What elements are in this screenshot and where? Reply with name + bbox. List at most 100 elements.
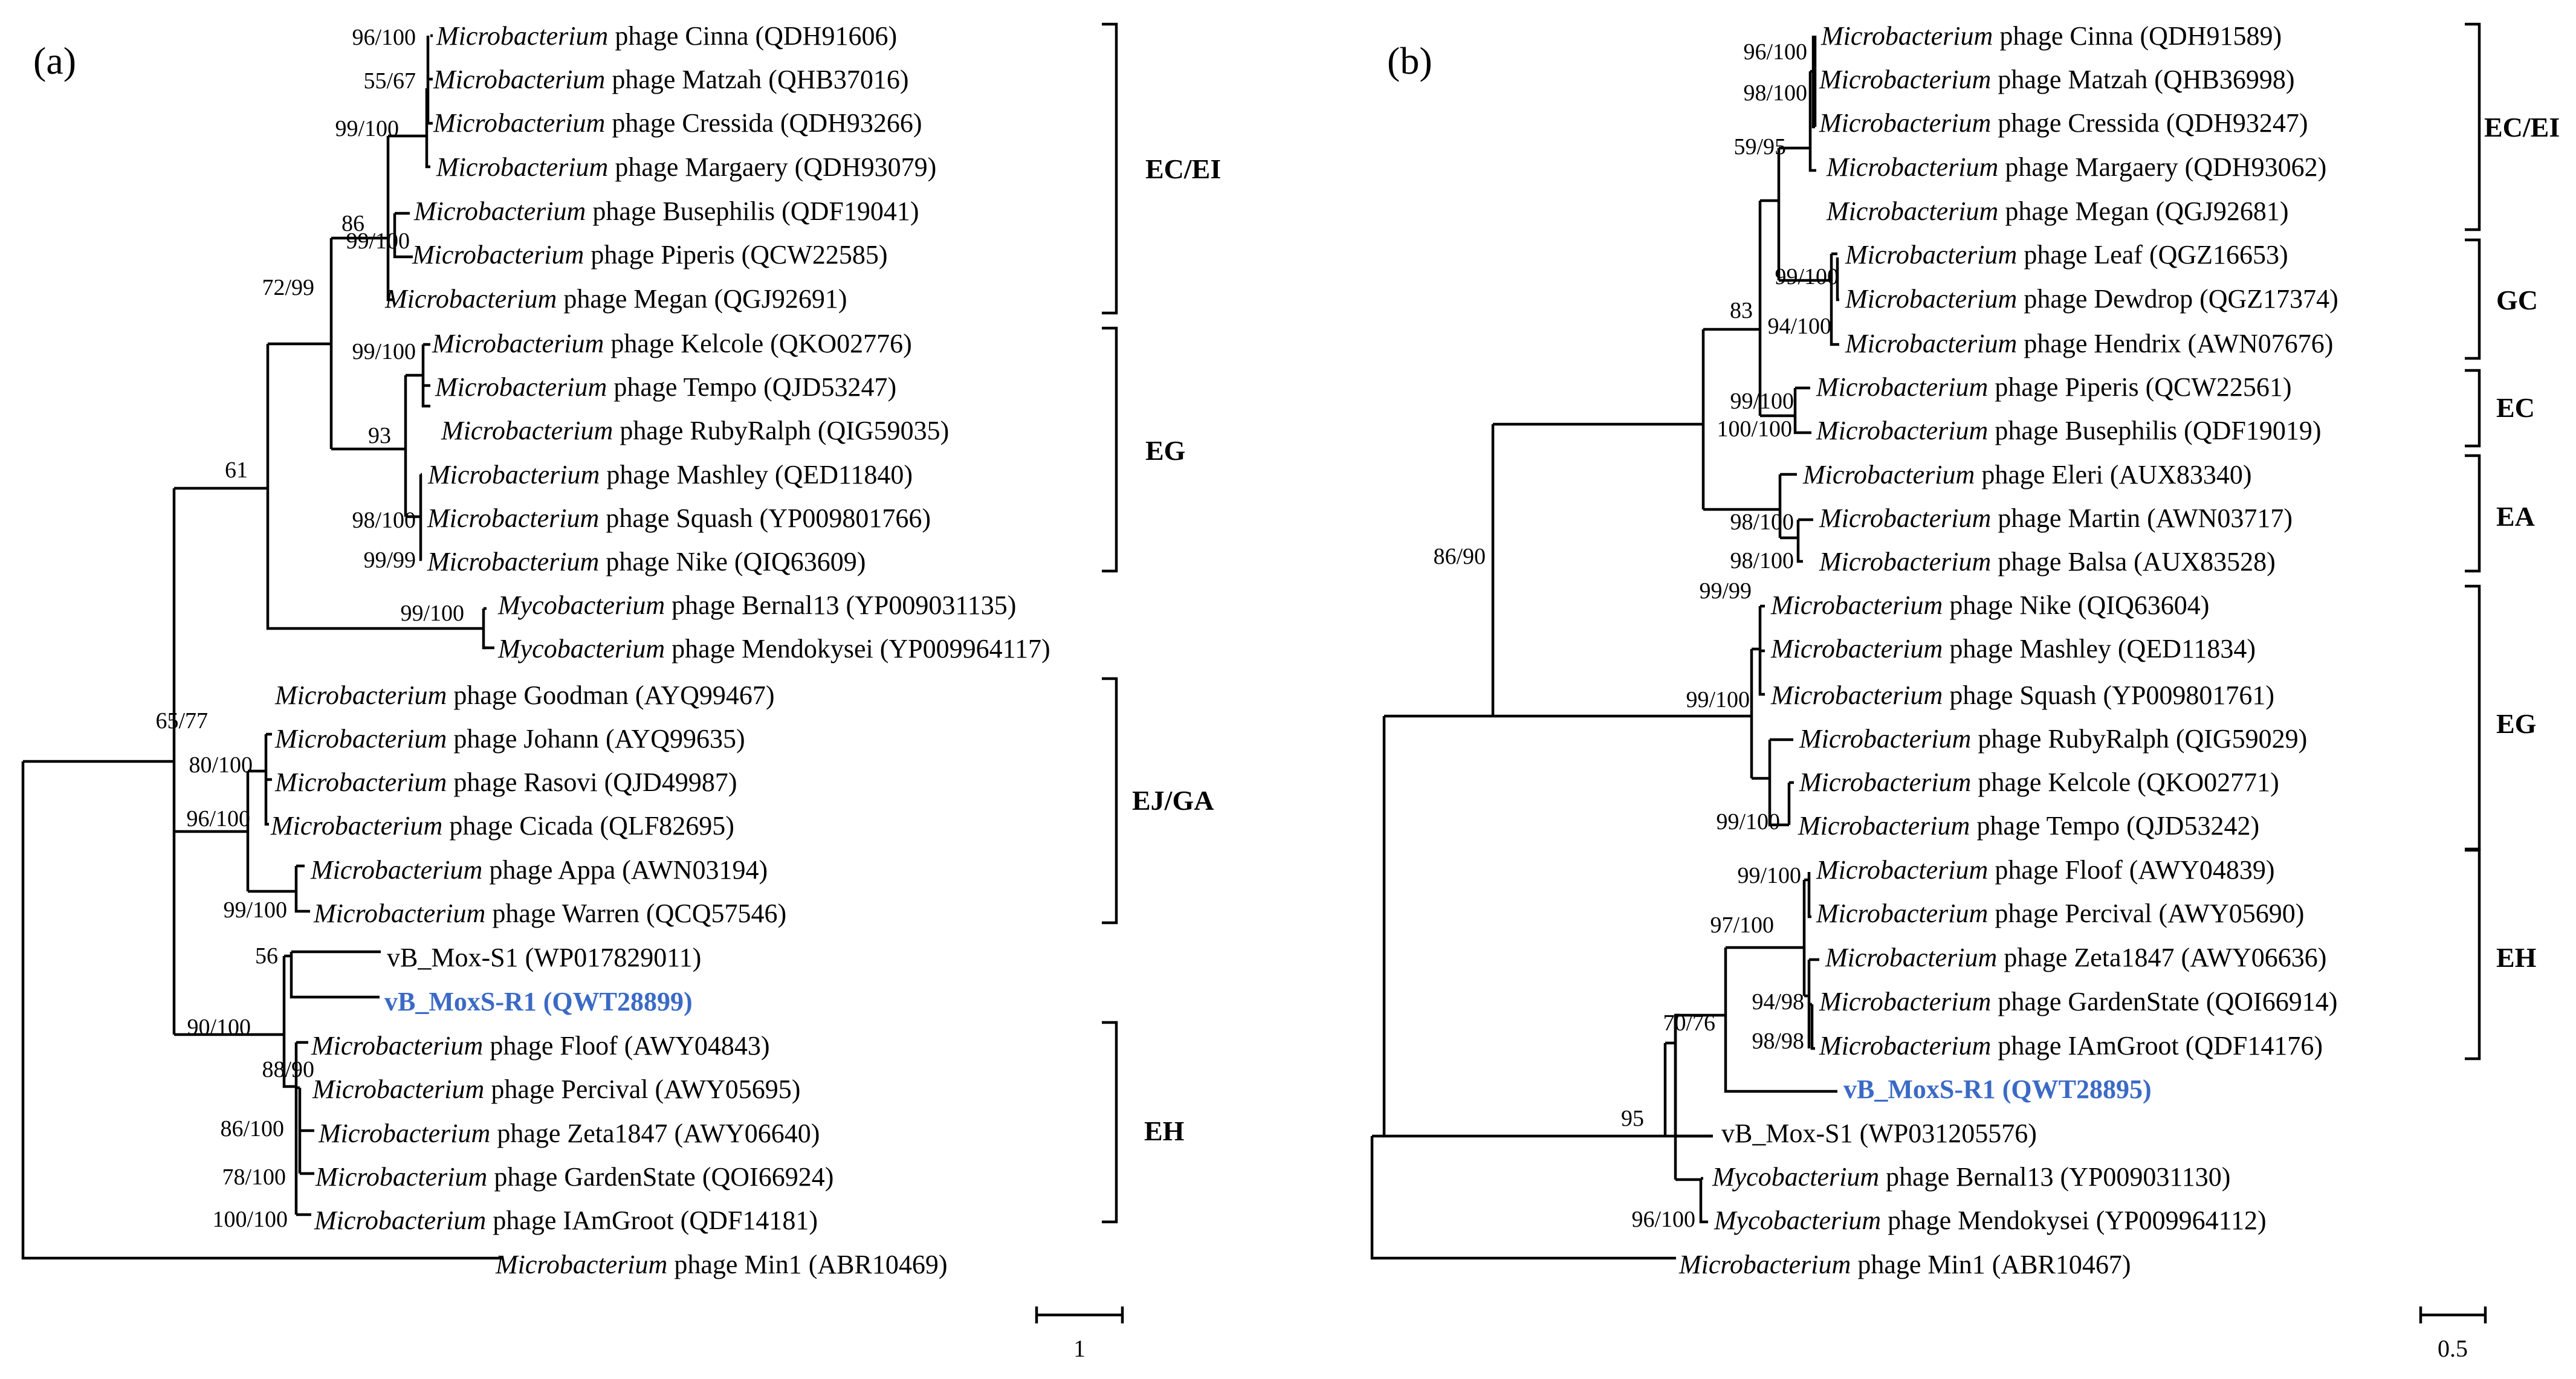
panel-b-taxon-genus: Microbacterium xyxy=(1825,943,1997,972)
panel-b-taxon-label: phage Bernal13 (YP009031130) xyxy=(1879,1162,2230,1192)
panel-b-taxon-label: phage Busephilis (QDF19019) xyxy=(1988,416,2321,445)
panel-a-taxon: Microbacterium phage IAmGroot (QDF14181) xyxy=(314,1206,818,1235)
panel-b-taxon-genus: Microbacterium xyxy=(1816,899,1988,928)
panel-b-taxon: Microbacterium phage Dewdrop (QGZ17374) xyxy=(1845,284,2338,314)
panel-a-taxon-genus: Microbacterium xyxy=(432,329,604,358)
panel-a-taxon: Mycobacterium phage Mendokysei (YP009964… xyxy=(497,634,1050,664)
panel-b-taxon-genus: Microbacterium xyxy=(1798,811,1970,841)
panel-a-taxon-genus: Microbacterium xyxy=(435,372,607,402)
panel-a-taxon-label: vB_MoxS-R1 (QWT28899) xyxy=(384,987,693,1016)
panel-b-myco-lines xyxy=(1698,1177,1708,1224)
panel-a-taxon-genus: Microbacterium xyxy=(274,767,447,797)
panel-b-taxon-genus: Microbacterium xyxy=(1845,240,2017,270)
panel-b-brackets xyxy=(2465,22,2481,1061)
panel-a-support-value: 80/100 xyxy=(189,752,253,778)
panel-b-taxon: Mycobacterium phage Mendokysei (YP009964… xyxy=(1714,1206,2267,1235)
panel-a-taxon-genus: Microbacterium xyxy=(495,1250,667,1279)
panel-b-support-value: 98/100 xyxy=(1730,509,1794,535)
panel-a-taxon-genus: Mycobacterium xyxy=(497,590,665,620)
panel-b-taxon-genus: Microbacterium xyxy=(1826,152,1998,182)
panel-a-taxon: Microbacterium phage Squash (YP009801766… xyxy=(427,503,931,533)
panel-b-taxon: Microbacterium phage Eleri (AUX83340) xyxy=(1802,460,2252,489)
panel-b-scale-label: 0.5 xyxy=(2438,1335,2468,1362)
panel-b-taxon: Microbacterium phage RubyRalph (QIG59029… xyxy=(1799,724,2307,754)
panel-a-scale-label: 1 xyxy=(1073,1335,1086,1362)
panel-a-branches xyxy=(21,34,502,1260)
panel-a-taxon: Microbacterium phage Megan (QGJ92691) xyxy=(384,284,847,314)
panel-b-taxon-label: phage Nike (QIQ63604) xyxy=(1943,590,2209,620)
panel-a-support-value: 100/100 xyxy=(212,1207,288,1232)
panel-a-support-value: 99/99 xyxy=(363,547,416,573)
panel-b-support-value: 99/100 xyxy=(1686,687,1750,712)
panel-a-taxon-label: phage Goodman (AYQ99467) xyxy=(447,680,774,710)
panel-b-support-value: 70/76 xyxy=(1663,1010,1715,1036)
panel-a-support-value: 86 xyxy=(341,211,364,236)
panel-a-taxon: Microbacterium phage Cinna (QDH91606) xyxy=(436,21,897,51)
panel-a-support-value: 96/100 xyxy=(186,806,250,832)
panel-a-support-value: 99/100 xyxy=(400,601,464,626)
panel-a-taxon: Microbacterium phage Appa (AWN03194) xyxy=(310,855,768,885)
panel-a-taxon-genus: Microbacterium xyxy=(433,65,605,94)
panel-b-taxon: Mycobacterium phage Bernal13 (YP00903113… xyxy=(1712,1162,2230,1192)
panel-a-taxon-genus: Microbacterium xyxy=(433,108,605,138)
panel-a-support-value: 99/100 xyxy=(223,897,287,923)
panel-b-taxon-label: phage RubyRalph (QIG59029) xyxy=(1971,724,2307,754)
panel-a-taxon: Microbacterium phage Goodman (AYQ99467) xyxy=(274,680,775,710)
panel-b-taxon: Microbacterium phage Megan (QGJ92681) xyxy=(1826,196,2289,226)
panel-a-taxon-label: vB_Mox-S1 (WP017829011) xyxy=(387,943,701,972)
panel-b-support-value: 99/99 xyxy=(1699,578,1752,604)
panel-a-taxon-label: phage Matzah (QHB37016) xyxy=(605,65,908,94)
panel-b-taxon-label: phage Tempo (QJD53242) xyxy=(1970,811,2259,841)
panel-b-support-value: 96/100 xyxy=(1743,39,1807,65)
panel-b-taxon-label: phage Hendrix (AWN07676) xyxy=(2017,329,2333,358)
panel-b-labels: Microbacterium phage Cinna (QDH91589)Mic… xyxy=(1433,21,2560,1279)
panel-b-support-value: 98/100 xyxy=(1743,80,1807,106)
panel-b-taxon-label: phage Cressida (QDH93247) xyxy=(1991,108,2308,138)
panel-a-taxon-label: phage Min1 (ABR10469) xyxy=(667,1250,947,1279)
panel-a-taxon: Microbacterium phage Busephilis (QDF1904… xyxy=(413,196,919,226)
panel-a-taxon-label: phage Appa (AWN03194) xyxy=(482,855,768,885)
panel-b-taxon-genus: Microbacterium xyxy=(1770,634,1943,664)
panel-b-taxon-genus: Microbacterium xyxy=(1816,855,1988,885)
panel-a-taxon: Microbacterium phage Mashley (QED11840) xyxy=(427,460,913,489)
panel-a-taxon-label: phage Mashley (QED11840) xyxy=(600,460,913,489)
panel-a-taxon-label: phage Floof (AWY04843) xyxy=(483,1031,769,1061)
panel-a-taxon: Microbacterium phage Zeta1847 (AWY06640) xyxy=(318,1119,820,1148)
panel-b-taxon-label: phage Floof (AWY04839) xyxy=(1988,855,2274,885)
panel-b-support-value: 98/100 xyxy=(1730,548,1794,573)
panel-a-taxon-label: phage Johann (AYQ99635) xyxy=(447,724,745,754)
panel-a-taxon: Microbacterium phage Tempo (QJD53247) xyxy=(435,372,896,402)
panel-b-taxon-genus: Microbacterium xyxy=(1819,987,1991,1016)
panel-b-taxon-label: phage Eleri (AUX83340) xyxy=(1975,460,2251,489)
panel-b-taxon-genus: Microbacterium xyxy=(1819,503,1991,533)
panel-b-taxon: Microbacterium phage Squash (YP009801761… xyxy=(1770,680,2274,710)
panel-b-taxon: Microbacterium phage Balsa (AUX83528) xyxy=(1819,547,2276,576)
panel-b-taxon-label: phage Margaery (QDH93062) xyxy=(1998,152,2326,182)
panel-b-taxon-label: phage Mashley (QED11834) xyxy=(1943,634,2256,664)
panel-b-taxon: Microbacterium phage Tempo (QJD53242) xyxy=(1798,811,2259,841)
panel-b-taxon-genus: Microbacterium xyxy=(1799,767,1971,797)
panel-a-taxon: Microbacterium phage Min1 (ABR10469) xyxy=(495,1250,948,1279)
panel-b-taxon-genus: Microbacterium xyxy=(1819,65,1991,94)
panel-b-label: (b) xyxy=(1387,39,1432,82)
panel-b-taxon: Microbacterium phage GardenState (QOI669… xyxy=(1819,987,2337,1016)
panel-a-taxon-label: phage Rasovi (QJD49987) xyxy=(447,767,737,797)
panel-a-support-value: 88/90 xyxy=(262,1057,314,1082)
panel-b-taxon-genus: Microbacterium xyxy=(1770,590,1943,620)
panel-a-taxon: Microbacterium phage Kelcole (QKO02776) xyxy=(432,329,912,358)
panel-b-taxon: Microbacterium phage Matzah (QHB36998) xyxy=(1819,65,2295,94)
panel-a-taxon-label: phage Margaery (QDH93079) xyxy=(608,152,936,182)
panel-a-taxon: Mycobacterium phage Bernal13 (YP00903113… xyxy=(497,590,1016,620)
panel-a-scale-bar: 1 xyxy=(1035,1306,1124,1362)
panel-b-taxon-label: phage GardenState (QOI66914) xyxy=(1991,987,2337,1016)
panel-b-taxon: Microbacterium phage Hendrix (AWN07676) xyxy=(1845,329,2333,358)
panel-a-taxon-genus: Microbacterium xyxy=(315,1162,487,1192)
panel-a-support-value: 99/100 xyxy=(352,339,416,364)
panel-b-support-value: 97/100 xyxy=(1710,912,1774,938)
panel-a-taxon: Microbacterium phage Cressida (QDH93266) xyxy=(433,108,922,138)
panel-a-taxon-label: phage Zeta1847 (AWY06640) xyxy=(490,1119,820,1148)
panel-b-taxon-label: phage Dewdrop (QGZ17374) xyxy=(2017,284,2338,314)
panel-a-taxon-genus: Microbacterium xyxy=(412,240,584,270)
panel-b-taxon-genus: Microbacterium xyxy=(1770,680,1943,710)
panel-a-taxon: Microbacterium phage Margaery (QDH93079) xyxy=(436,152,936,182)
